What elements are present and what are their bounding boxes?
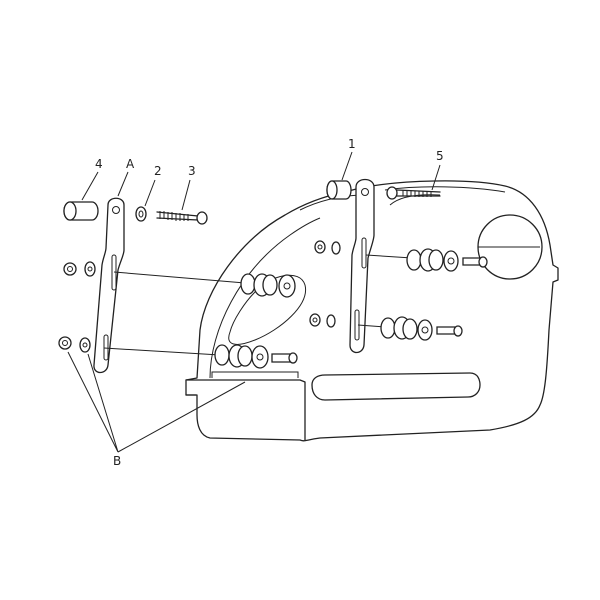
bolt-part-3 (156, 211, 208, 225)
grommet-stack-lower-left (214, 344, 298, 369)
left-hardware (58, 261, 96, 353)
leader-lines (67, 151, 441, 453)
callout-4: 4 (95, 157, 103, 171)
callout-1: 1 (348, 137, 356, 151)
saddlebag-body (185, 180, 559, 442)
bracket-right (349, 178, 375, 354)
callout-3: 3 (188, 164, 196, 178)
callout-2: 2 (154, 164, 162, 178)
callout-5: 5 (436, 149, 444, 163)
bracket-a (93, 197, 125, 374)
callout-a: A (126, 157, 135, 171)
grommet-stack-upper-right (406, 248, 488, 272)
grommet-stack-lower-right (380, 316, 463, 341)
grommet-stack-upper-left (240, 273, 296, 298)
bolt-part-5 (386, 186, 441, 200)
callout-b: B (113, 454, 122, 468)
spacer-part-4 (63, 201, 99, 221)
right-inner-nuts (309, 240, 341, 328)
washer-part-2 (135, 206, 147, 222)
spacer-part-1 (326, 180, 352, 200)
